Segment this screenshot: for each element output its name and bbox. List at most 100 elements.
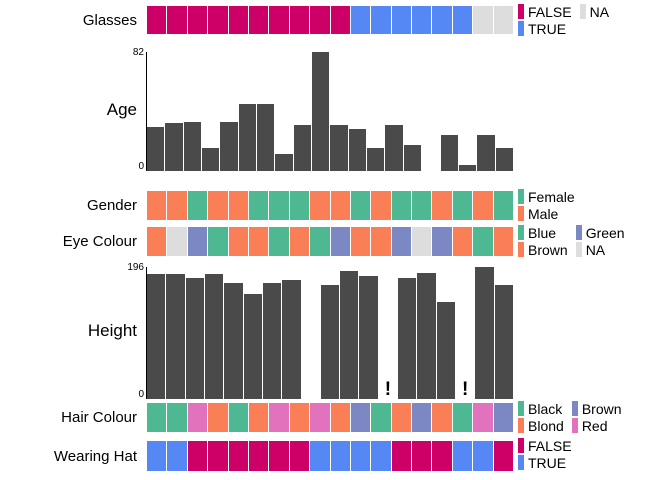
row-label-age: Age — [106, 99, 137, 119]
bar — [440, 134, 458, 171]
row-label-hair-colour: Hair Colour — [61, 409, 137, 426]
legend-item[interactable]: NA — [579, 4, 609, 19]
bar-slot — [398, 267, 417, 399]
legend-swatch-icon — [518, 21, 524, 36]
bar — [385, 124, 403, 171]
strip-cell — [452, 227, 473, 256]
strip-cell — [412, 6, 432, 34]
strip-cell — [228, 6, 248, 34]
strip-cell — [228, 191, 248, 220]
legend-label: TRUE — [528, 20, 567, 37]
bar-slot — [165, 52, 183, 171]
strip-cell — [432, 403, 452, 432]
legend-item[interactable]: Brown — [571, 400, 622, 417]
strip-cell — [412, 191, 432, 220]
legend-item[interactable]: FALSE — [518, 438, 572, 453]
bar — [243, 293, 262, 399]
legend-item[interactable]: Blond — [518, 418, 564, 433]
strip-cell — [269, 441, 289, 471]
bar-slot — [147, 267, 166, 399]
legend-swatch-icon — [518, 455, 524, 470]
legend-label: FALSE — [528, 437, 572, 454]
strip-cell — [228, 227, 248, 256]
missing-value-marker: ! — [384, 379, 392, 400]
strip-cell — [248, 441, 269, 471]
strip-cell — [371, 227, 391, 256]
legend-item[interactable]: FALSE — [518, 4, 572, 19]
bar — [147, 273, 166, 399]
bar-slot — [403, 52, 422, 171]
legend-item[interactable]: NA — [575, 242, 625, 257]
row-label-glasses: Glasses — [82, 11, 137, 29]
strip-cell — [493, 6, 514, 34]
legend-swatch-icon — [571, 401, 578, 416]
legend-item[interactable]: Blue — [518, 225, 568, 240]
strip-cell — [187, 441, 208, 471]
bar-slot — [440, 52, 458, 171]
strip-cell — [248, 6, 269, 34]
bar — [436, 302, 455, 399]
bar-slot — [330, 52, 348, 171]
bar — [398, 278, 417, 399]
strip-cell — [187, 191, 208, 220]
legend-swatch-icon — [571, 418, 578, 433]
strip-cell — [350, 191, 371, 220]
bar — [477, 134, 495, 171]
legend-label: Brown — [581, 400, 622, 417]
bar-slot: ! — [456, 267, 474, 399]
strip-cell — [371, 191, 391, 220]
strip-cell — [289, 403, 310, 432]
bar-slot — [477, 52, 495, 171]
bar-slot — [422, 52, 439, 171]
strip-cell — [391, 227, 412, 256]
strip-cell — [371, 403, 391, 432]
strip-cell — [452, 441, 473, 471]
strip-cell — [310, 6, 330, 34]
legend-item[interactable]: Green — [575, 225, 625, 240]
strip-cell — [473, 227, 493, 256]
strip-cell — [473, 441, 493, 471]
legend-item[interactable]: TRUE — [518, 21, 572, 36]
bar-slot — [262, 267, 282, 399]
strip-cell — [269, 191, 289, 220]
strip-cell — [187, 227, 208, 256]
legend-item[interactable]: TRUE — [518, 455, 572, 470]
bar-slot — [417, 267, 436, 399]
legend-item[interactable]: Black — [518, 401, 564, 416]
strip-cell — [452, 191, 473, 220]
bar — [320, 284, 340, 399]
bar-slot — [220, 52, 238, 171]
legend-item[interactable]: Male — [518, 206, 575, 221]
bar-slot — [202, 52, 220, 171]
legend-item[interactable]: Brown — [518, 242, 568, 257]
bar-slot — [293, 52, 312, 171]
bar-slot: ! — [379, 267, 397, 399]
strip-cell — [432, 227, 452, 256]
strip-cell — [310, 403, 330, 432]
legend-swatch-icon — [518, 225, 524, 240]
strip-cell — [452, 6, 473, 34]
strip-cell — [208, 441, 228, 471]
row-label-gender: Gender — [86, 197, 137, 214]
legend-label: FALSE — [528, 3, 572, 20]
legend-swatch-icon — [518, 401, 524, 416]
legend-item[interactable]: Red — [571, 418, 622, 433]
bar-slot — [436, 267, 455, 399]
legend-item[interactable]: Female — [518, 189, 575, 204]
strip-cell — [289, 6, 310, 34]
strip-cell — [391, 191, 412, 220]
strip-cell — [473, 403, 493, 432]
row-label-eye-colour: Eye Colour — [62, 233, 137, 250]
bar-slot — [243, 267, 262, 399]
bar — [495, 147, 513, 171]
row-label-height: Height — [87, 321, 137, 340]
strip-cell — [208, 6, 228, 34]
legend-label: Blue — [528, 224, 557, 241]
bar-slot — [340, 267, 359, 399]
